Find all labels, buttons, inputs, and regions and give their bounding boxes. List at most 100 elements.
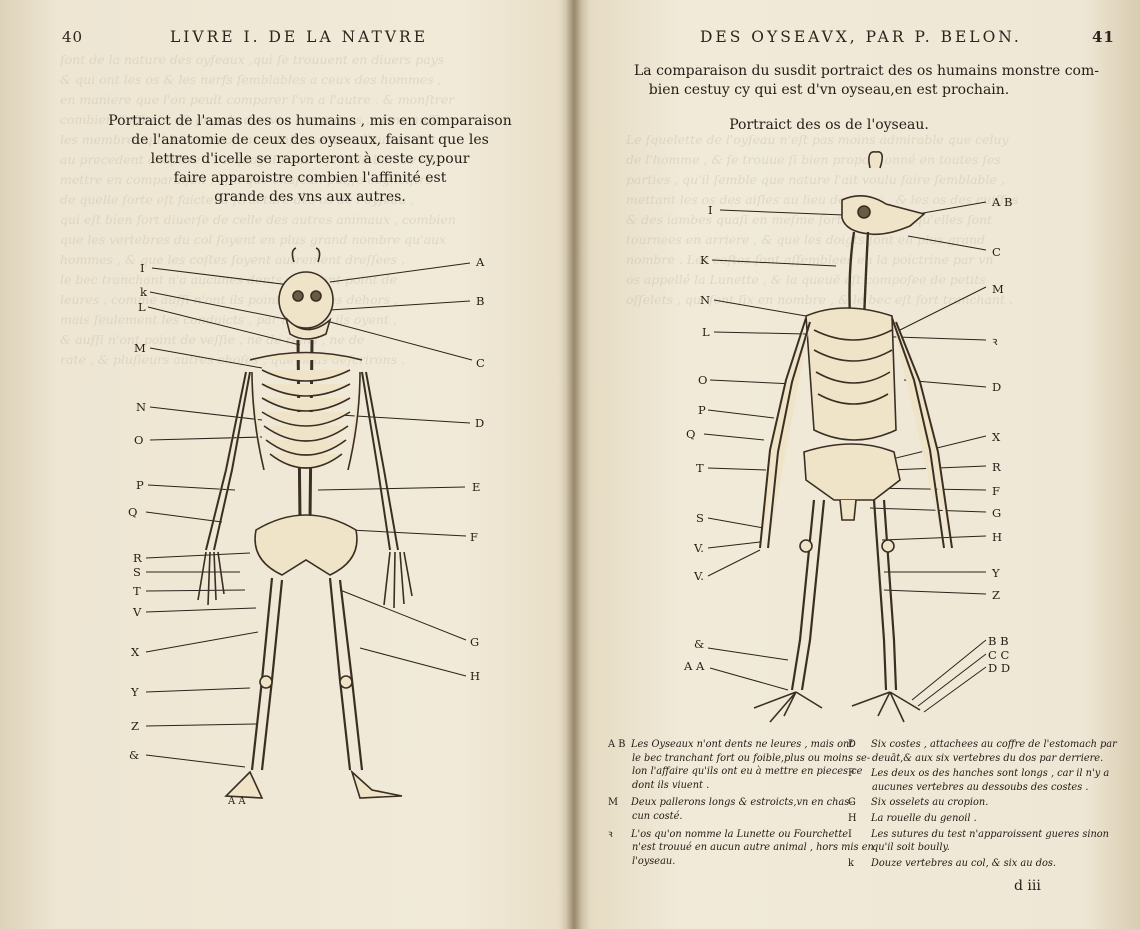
skeleton-label: G bbox=[992, 506, 1002, 520]
legend-text: l'oyseau. bbox=[632, 855, 676, 867]
title-line: grande des vns aux autres. bbox=[214, 189, 406, 205]
skeleton-label: D bbox=[992, 380, 1002, 394]
legend-text: Les Oyseaux n'ont dents ne leures , mais… bbox=[631, 739, 854, 750]
legend-key: H bbox=[848, 812, 857, 824]
legend-text: Les deux os des hanches sont longs , car… bbox=[871, 768, 1110, 780]
title-line: de l'anatomie de ceux des oyseaux, faisa… bbox=[131, 132, 489, 148]
skeleton-label: C C bbox=[988, 648, 1010, 662]
skeleton-label: F bbox=[470, 530, 478, 544]
book-gutter bbox=[566, 0, 582, 929]
skeleton-label: Z bbox=[992, 588, 1000, 602]
intro-text: La comparaison du susdit portraict des o… bbox=[634, 62, 1099, 100]
skeleton-label: & bbox=[129, 748, 140, 762]
skeleton-label: S bbox=[696, 511, 704, 525]
legend-text: Six osselets au cropion. bbox=[871, 797, 989, 809]
human-skeleton-drawing bbox=[145, 247, 473, 799]
skeleton-label: R bbox=[992, 460, 1001, 474]
legend-text: qu'il soit boully. bbox=[872, 842, 950, 854]
skeleton-label: A B bbox=[992, 195, 1013, 209]
right-page: Le ſquelette de l'oyſeau n'eſt pas moins… bbox=[574, 0, 1140, 929]
skeleton-label: A bbox=[476, 255, 485, 269]
skeleton-label: X bbox=[131, 645, 140, 659]
legend-text: lon l'affaire qu'ils ont eu à mettre en … bbox=[632, 766, 863, 778]
skeleton-label: K bbox=[700, 253, 709, 267]
legend-key: k bbox=[848, 857, 854, 869]
legend-text: L'os qu'on nomme la Lunette ou Fourchett… bbox=[631, 828, 849, 840]
running-head: LIVRE I. DE LA NATVRE bbox=[170, 28, 429, 46]
skeleton-label: M bbox=[992, 282, 1004, 296]
figure-title: Portraict de l'amas des os humains , mis… bbox=[100, 112, 520, 207]
page-number: 41 bbox=[1092, 28, 1115, 46]
legend-key: D bbox=[848, 739, 856, 750]
leader-lines bbox=[145, 262, 473, 768]
legend-text: Deux pallerons longs & estroicts,vn en c… bbox=[631, 797, 853, 809]
skeleton-label: P bbox=[698, 403, 706, 417]
skeleton-label: A A bbox=[684, 659, 705, 673]
legend-key: A B bbox=[608, 739, 626, 750]
skeleton-label: P bbox=[136, 478, 144, 492]
legend-text: deuāt,& aux six vertebres du dos par der… bbox=[872, 752, 1104, 764]
skeleton-label: Q bbox=[686, 427, 696, 441]
skeleton-label: F bbox=[992, 484, 1000, 498]
skeleton-label: N bbox=[136, 400, 147, 414]
skeleton-label: T bbox=[133, 584, 141, 598]
skeleton-label: T bbox=[696, 461, 704, 475]
legend-text: La rouelle du genoil . bbox=[871, 812, 977, 824]
legend-entry: H La rouelle du genoil . bbox=[848, 812, 1106, 826]
skeleton-label: O bbox=[134, 433, 144, 447]
legend-text: Six costes , attachees au coffre de l'es… bbox=[871, 739, 1117, 750]
page-number: 40 bbox=[62, 28, 84, 46]
legend-entry: M Deux pallerons longs & estroicts,vn en … bbox=[608, 796, 853, 810]
skeleton-label: V. bbox=[694, 569, 704, 583]
legend-text: cun costé. bbox=[632, 810, 683, 822]
skeleton-label: N bbox=[700, 293, 711, 307]
legend-key: I bbox=[848, 828, 852, 840]
intro-line: bien cestuy cy qui est d'vn oyseau,en es… bbox=[648, 82, 1010, 98]
skeleton-label: L bbox=[138, 300, 146, 314]
title-line: Portraict de l'amas des os humains , mis… bbox=[108, 113, 512, 129]
left-page: ſont de la nature des oyſeaux ,qui ſe tr… bbox=[60, 28, 520, 807]
intro-line: La comparaison du susdit portraict des o… bbox=[634, 63, 1099, 79]
skeleton-label: R bbox=[133, 551, 142, 565]
legend-entry: I Les sutures du test n'apparoissent guer… bbox=[848, 828, 1109, 842]
legend-key: F bbox=[848, 768, 855, 780]
legend-entry: A B Les Oyseaux n'ont dents ne leures , m… bbox=[608, 738, 853, 752]
skeleton-label: I bbox=[708, 203, 713, 217]
skeleton-label: M bbox=[134, 341, 146, 355]
skeleton-label: O bbox=[698, 373, 708, 387]
legend-key: G bbox=[848, 797, 856, 809]
bird-bones bbox=[753, 151, 953, 723]
title-line: faire apparoistre combien l'affinité est bbox=[173, 170, 447, 186]
skeleton-label: k bbox=[140, 285, 147, 299]
legend-entry: F Les deux os des hanches sont longs , ca… bbox=[848, 767, 1110, 781]
skeleton-label: E bbox=[472, 480, 481, 494]
skeleton-label: Z bbox=[131, 719, 139, 733]
skeleton-label: D bbox=[475, 416, 485, 430]
legend-key: M bbox=[608, 797, 619, 809]
skeleton-label: H bbox=[992, 530, 1003, 544]
skeleton-label: C bbox=[476, 356, 485, 370]
skeleton-label: L bbox=[702, 325, 710, 339]
running-head: DES OYSEAVX, PAR P. BELON. bbox=[700, 28, 1022, 46]
legend-text: aucunes vertebres au dessoubs des costes… bbox=[872, 781, 1089, 793]
skeleton-label: D D bbox=[988, 661, 1011, 675]
legend-text: dont ils viuent . bbox=[632, 779, 710, 791]
skeleton-label: C bbox=[992, 245, 1001, 259]
bird-skeleton-figure bbox=[574, 0, 1140, 929]
skeleton-label: G bbox=[470, 635, 480, 649]
skeleton-label: X bbox=[992, 430, 1001, 444]
skeleton-label: ꝛ bbox=[992, 334, 998, 348]
legend-entry: D Six costes , attachees au coffre de l'e… bbox=[848, 738, 1117, 752]
legend-text: Les sutures du test n'apparoissent guere… bbox=[871, 828, 1109, 840]
skeleton-label: & bbox=[694, 637, 705, 651]
skeleton-label: A A bbox=[228, 796, 246, 807]
show-through-text: Le ſquelette de l'oyſeau n'eſt pas moins… bbox=[626, 132, 1019, 307]
legend-text: Douze vertebres au col, & six au dos. bbox=[871, 857, 1057, 869]
leader-lines bbox=[703, 201, 987, 713]
skeleton-label: B B bbox=[988, 634, 1009, 648]
legend-entry: G Six osselets au cropion. bbox=[848, 796, 1106, 810]
signature-mark: d iii bbox=[1014, 878, 1041, 894]
skeleton-label: S bbox=[133, 565, 141, 579]
